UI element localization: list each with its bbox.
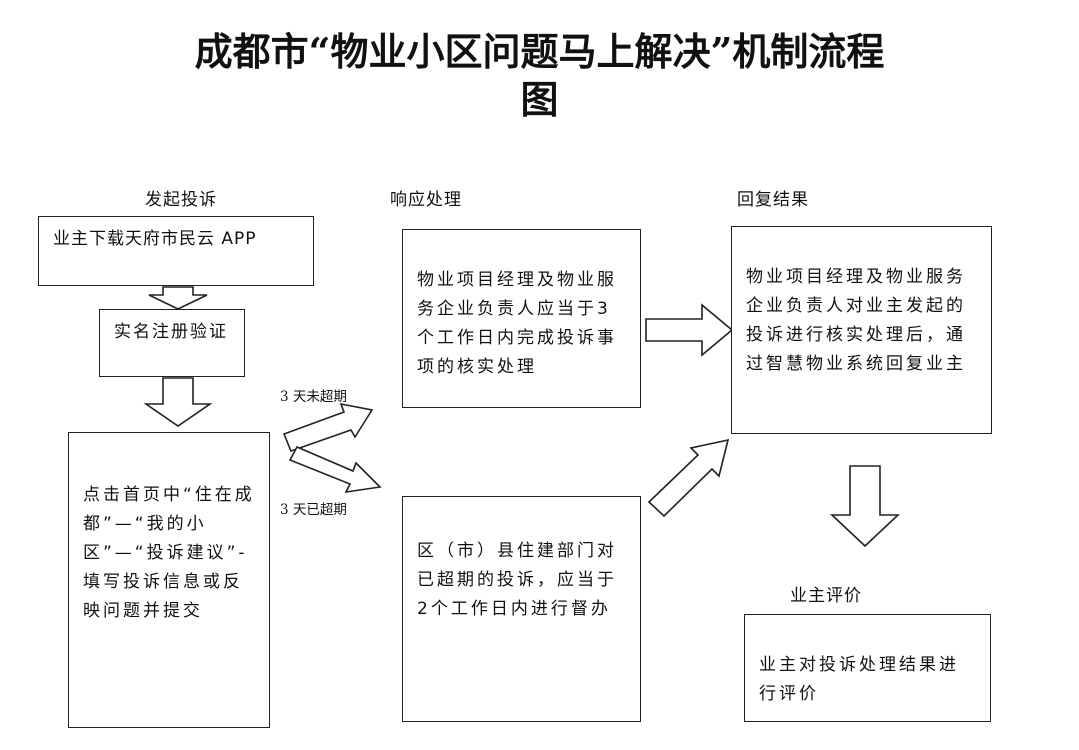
column-header-respond: 响应处理 [390, 190, 462, 210]
arrow-down-1 [148, 286, 208, 310]
box-click-homepage: 点击首页中“住在成都”—“我的小区”—“投诉建议”-填写投诉信息或反映问题并提交 [68, 432, 270, 728]
arrow-up-right-2 [647, 438, 730, 518]
arrow-down-right-1 [288, 445, 382, 494]
label-overdue: 3 天已超期 [280, 502, 347, 518]
page-title: 成都市“物业小区问题马上解决”机制流程 图 [0, 28, 1079, 124]
box-pm-handle: 物业项目经理及物业服务企业负责人应当于3个工作日内完成投诉事项的核实处理 [402, 229, 641, 408]
column-header-initiate: 发起投诉 [145, 190, 217, 210]
label-not-overdue: 3 天未超期 [280, 389, 347, 405]
arrow-down-3 [829, 465, 901, 548]
box-district-handle: 区（市）县住建部门对已超期的投诉，应当于2个工作日内进行督办 [402, 496, 641, 722]
arrow-down-2 [143, 377, 213, 427]
column-header-reply: 回复结果 [737, 190, 809, 210]
arrow-right-1 [645, 303, 734, 357]
title-line-2: 图 [520, 77, 559, 122]
title-line-1: 成都市“物业小区问题马上解决”机制流程 [194, 29, 885, 74]
box-realname-verify: 实名注册验证 [99, 309, 245, 377]
box-reply-result: 物业项目经理及物业服务企业负责人对业主发起的投诉进行核实处理后，通过智慧物业系统… [731, 226, 992, 434]
label-owner-evaluation: 业主评价 [790, 586, 862, 606]
box-download-app: 业主下载天府市民云 APP [38, 216, 314, 286]
box-owner-evaluation: 业主对投诉处理结果进行评价 [744, 614, 991, 722]
arrow-up-right-1 [282, 402, 374, 453]
